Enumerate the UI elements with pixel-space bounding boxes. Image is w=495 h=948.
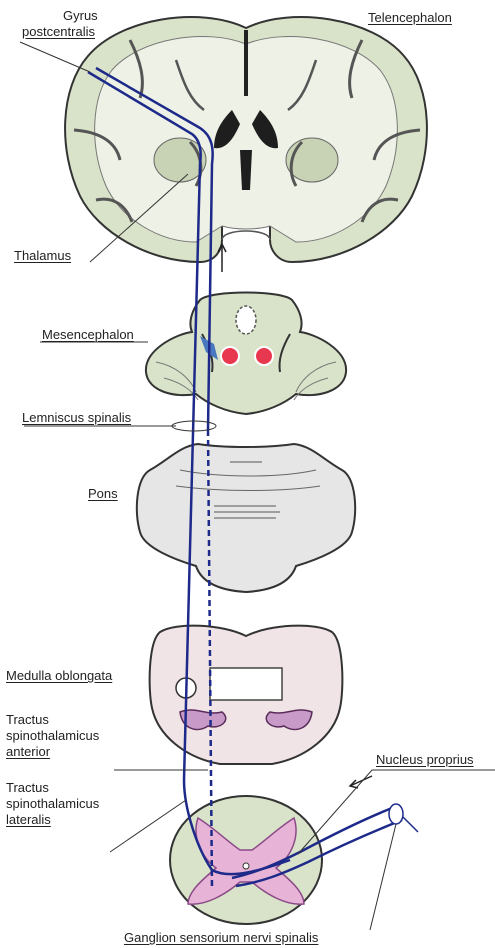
spinal-cord-section [170,796,322,924]
medulla-label: Medulla oblongata [6,668,112,683]
tract-lateral-label-2: spinothalamicus [6,796,99,811]
gyrus-label-line1: Gyrus [63,8,98,23]
pons-label: Pons [88,486,118,501]
tract-anterior-label-2: spinothalamicus [6,728,99,743]
tract-anterior-label-3: anterior [6,744,50,759]
ganglion-label: Ganglion sensorium nervi spinalis [124,930,318,945]
tract-anterior-label-1: Tractus [6,712,49,727]
tract-lateral-label-1: Tractus [6,780,49,795]
telencephalon-section [65,17,427,262]
pons-section [137,444,355,592]
ganglion-node [389,804,403,824]
mesencephalon-section [146,293,346,415]
lemniscus-label: Lemniscus spinalis [22,410,131,425]
nucleus-proprius-label: Nucleus proprius [376,752,474,767]
ascending-arrow [218,244,226,272]
medulla-section [150,626,343,764]
thalamus-label: Thalamus [14,248,71,263]
tract-lateral-label-3: lateralis [6,812,51,827]
mesencephalon-label: Mesencephalon [42,327,134,342]
telencephalon-label: Telencephalon [368,10,452,25]
gyrus-label-line2: postcentralis [22,24,95,39]
